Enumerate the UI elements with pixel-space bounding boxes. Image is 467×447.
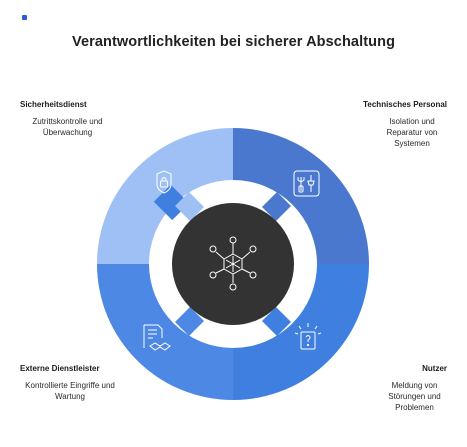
label-heading: Sicherheitsdienst (20, 100, 87, 109)
report-problem-icon (294, 323, 322, 350)
label-heading: Technisches Personal (363, 100, 447, 109)
page-title: Verantwortlichkeiten bei sicherer Abscha… (71, 34, 396, 50)
label-heading: Externe Dienstleister (20, 364, 100, 373)
quadrant-bridges (175, 192, 291, 336)
label-users: Nutzer Meldung von Störungen und Problem… (327, 363, 447, 413)
label-description: Isolation und Reparatur von Systemen (386, 117, 438, 148)
network-hub-icon (209, 236, 257, 291)
label-technical-staff: Technisches Personal Isolation und Repar… (327, 99, 447, 149)
tools-icon (293, 170, 320, 197)
lock-icon (156, 170, 172, 194)
label-external-providers: Externe Dienstleister Kontrollierte Eing… (20, 363, 130, 402)
label-description: Meldung von Störungen und Problemen (388, 381, 441, 412)
label-security-service: Sicherheitsdienst Zutrittskontrolle und … (20, 99, 130, 138)
logo-mark-icon (22, 15, 27, 20)
contract-handshake-icon (143, 324, 171, 351)
logo (22, 14, 40, 21)
label-description: Zutrittskontrolle und Überwachung (32, 117, 103, 137)
label-heading: Nutzer (422, 364, 447, 373)
label-description: Kontrollierte Eingriffe und Wartung (25, 381, 115, 401)
